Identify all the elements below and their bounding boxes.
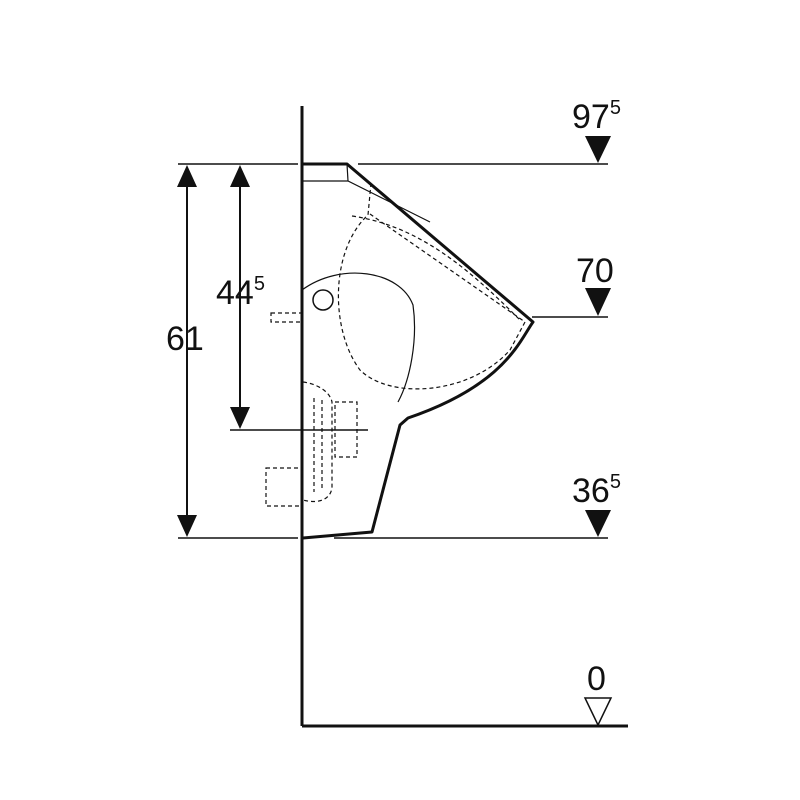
urinal-body-outline: [302, 162, 535, 540]
urinal-top-rim: [302, 180, 431, 223]
inlet-hole: [312, 289, 334, 311]
level-label-lower: 365: [572, 471, 621, 510]
level-label-floor: 0: [587, 660, 606, 698]
dim-arrow-total-top: [177, 165, 197, 187]
urinal-bowl-hidden-line: [337, 182, 526, 390]
dim-label-total-height: 61: [166, 320, 204, 358]
urinal-rim-hidden-line: [351, 215, 521, 321]
siphon-trap: [302, 381, 333, 503]
dim-label-outlet-height: 445: [216, 273, 265, 312]
outlet-connector: [334, 401, 358, 458]
level-marker-lower: [585, 510, 611, 537]
dim-arrow-outlet-bottom: [230, 407, 250, 429]
level-label-middle: 70: [576, 252, 614, 290]
level-label-top: 975: [572, 97, 621, 136]
siphon-trap-inner: [313, 398, 323, 492]
dim-arrow-outlet-top: [230, 165, 250, 187]
level-marker-top: [585, 136, 611, 163]
urinal-rim-edge: [346, 163, 349, 182]
urinal-inner-outline: [301, 272, 416, 403]
level-marker-floor: [583, 697, 613, 727]
waste-pipe-stub: [265, 467, 303, 507]
inlet-pipe-stub: [270, 312, 303, 323]
level-marker-middle: [585, 288, 611, 316]
dim-arrow-total-bottom: [177, 515, 197, 537]
